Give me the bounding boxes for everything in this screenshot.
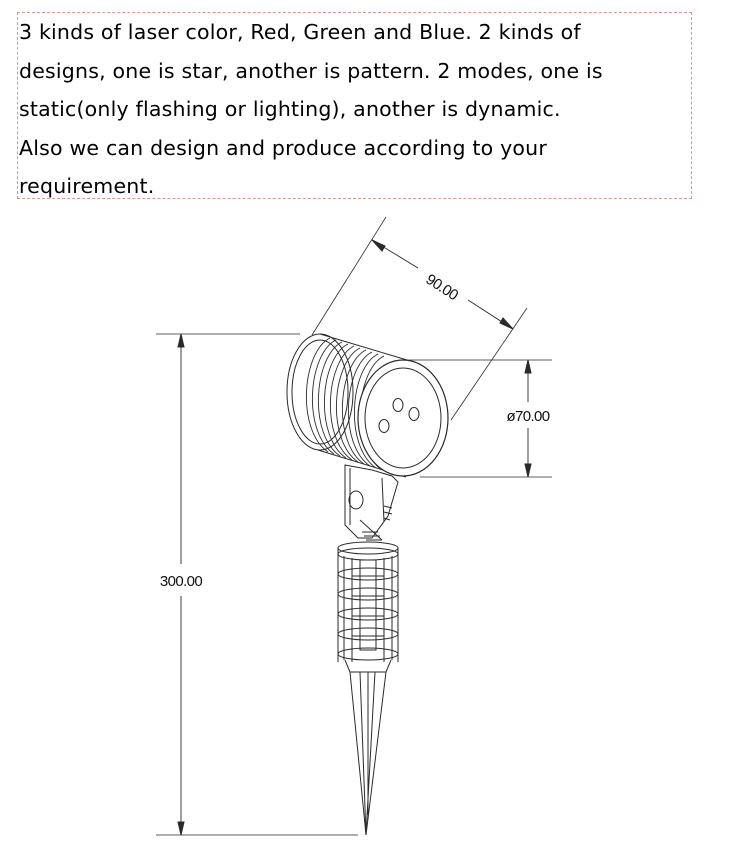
diameter-dimension bbox=[407, 359, 552, 478]
length-dimension bbox=[311, 216, 528, 421]
length-label: 90.00 bbox=[423, 271, 461, 304]
stake-cage bbox=[337, 541, 399, 673]
description-text: 3 kinds of laser color, Red, Green and B… bbox=[19, 20, 603, 198]
stake-spike bbox=[349, 671, 387, 836]
diameter-label: ø70.00 bbox=[506, 408, 549, 425]
height-label: 300.00 bbox=[160, 573, 203, 590]
swivel-bracket bbox=[344, 464, 399, 541]
description-box: 3 kinds of laser color, Red, Green and B… bbox=[17, 12, 692, 199]
lens-hole-right bbox=[408, 407, 420, 421]
lamp-front-face bbox=[357, 359, 449, 477]
lens-hole-top bbox=[392, 398, 404, 412]
height-dimension bbox=[156, 333, 358, 836]
lens-hole-left bbox=[378, 419, 390, 433]
